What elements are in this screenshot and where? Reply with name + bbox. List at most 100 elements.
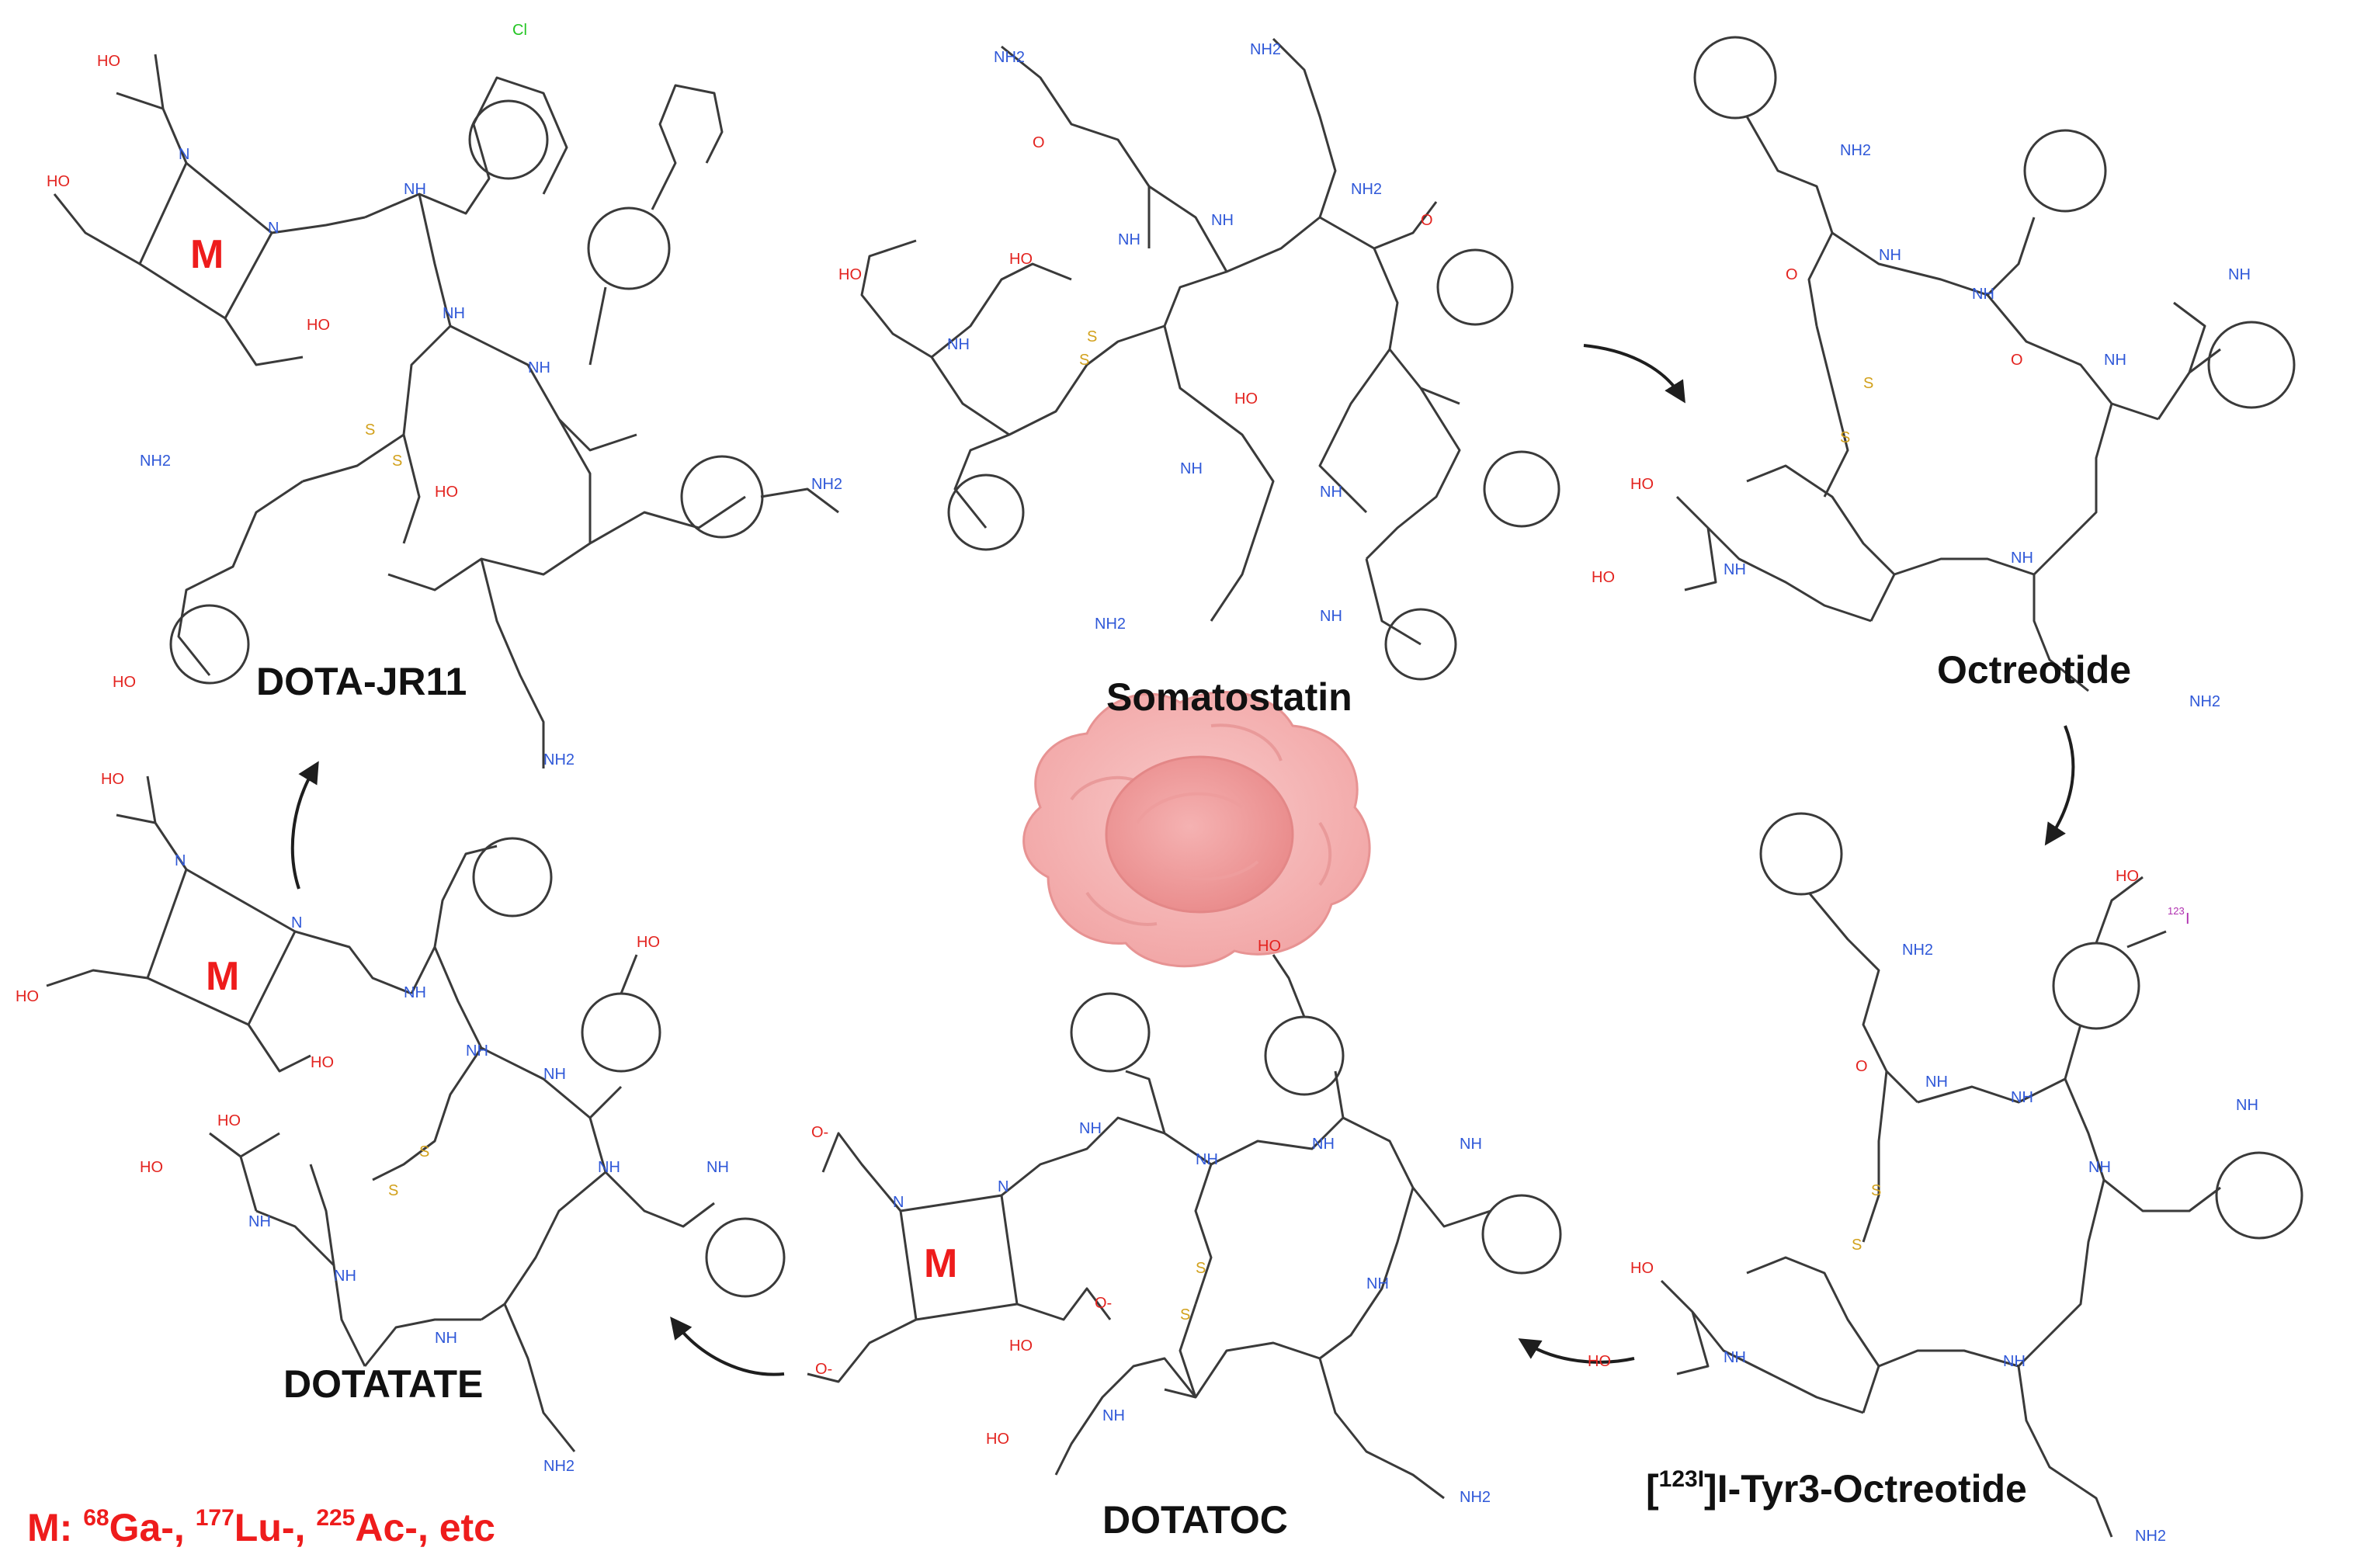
atom-oh: HO [1630,476,1654,493]
atom-s: S [1196,1260,1206,1277]
atom-n: N [291,914,302,931]
atom-o: O [1855,1058,1868,1075]
atom-s: S [1840,429,1850,446]
atom-nh: NH [528,359,550,376]
atom-oh: HO [217,1112,241,1129]
atom-nh2: NH2 [1460,1489,1491,1506]
reaction-arrows [290,344,2075,1376]
atom-nh: NH [2011,1089,2033,1106]
legend-mass-lu: 177 [196,1505,234,1531]
atom-nh: NH [1118,231,1140,248]
atom-nh: NH [334,1268,356,1285]
atom-nh2: NH2 [811,476,842,493]
atom-nh: NH [1366,1275,1389,1292]
atom-nh: NH [2104,352,2126,369]
atom-nh: NH [1460,1136,1482,1153]
atom-nh2: NH2 [1902,942,1933,959]
atom-nh: NH [2088,1159,2111,1176]
atom-oh: HO [140,1159,163,1176]
metal-label-dotatoc: M [924,1241,957,1286]
atom-nh: NH [706,1159,729,1176]
atom-nh2: NH2 [994,49,1025,66]
atom-nh: NH [947,336,970,353]
label-octreotide: Octreotide [1937,648,2131,692]
atom-s: S [1087,328,1097,345]
atom-n: N [175,852,186,869]
atom-nh: NH [1211,212,1234,229]
atom-nh2: NH2 [543,751,575,768]
atom-oh: HO [1009,1337,1033,1355]
atom-s: S [1852,1237,1862,1254]
atom-nh2: NH2 [1250,41,1281,58]
atom-iodine-123-sup: 123 [2168,905,2185,917]
atom-n: N [179,146,189,163]
atom-nh2: NH2 [2135,1528,2166,1545]
arrow-octreotide-to-tyr3 [2044,725,2075,846]
atom-oh: HO [16,988,39,1005]
metal-legend: M: 68Ga-, 177Lu-, 225Ac-, etc [27,1505,495,1549]
legend-element-ac: Ac-, etc [355,1506,495,1549]
label-dota-jr11: DOTA-JR11 [256,660,467,703]
legend-mass-ac: 225 [316,1505,355,1531]
atom-iodine-123: I [2185,911,2190,928]
atom-nh: NH [435,1330,457,1347]
tumor-cell-icon [1022,691,1371,968]
atom-oh: HO [1630,1260,1654,1277]
atom-nh: NH [1312,1136,1335,1153]
molecule-dotatoc: M O- O- O- N N NH NH HO NH NH NH S S HO … [807,938,1562,1542]
atom-s: S [1863,375,1873,392]
molecule-dota-jr11: M HO HO HO N N NH NH NH Cl S S HO NH2 HO… [47,22,842,768]
atom-oh: HO [2116,868,2139,885]
arrow-tyr3-to-dotatoc [1518,1338,1635,1364]
atom-nh: NH [1320,484,1342,501]
atom-nh: NH [1879,247,1901,264]
atom-nh: NH [1724,1349,1746,1366]
atom-nh2: NH2 [1095,616,1126,633]
atom-o-minus: O- [1095,1295,1112,1312]
atom-s: S [419,1143,429,1160]
metal-label-dotatate: M [206,954,239,999]
atom-nh: NH [2228,266,2251,283]
atom-oh: HO [97,53,120,70]
atom-oh: HO [1588,1353,1611,1370]
atom-o: O [1786,266,1798,283]
label-tyr3-octreotide: [123I]I-Tyr3-Octreotide [1646,1466,2027,1511]
atom-nh: NH [1079,1120,1102,1137]
atom-oh: HO [1234,390,1258,408]
atom-nh: NH [1180,460,1203,477]
atom-oh: HO [1009,251,1033,268]
atom-nh: NH [1196,1151,1218,1168]
atom-nh: NH [2003,1353,2026,1370]
atom-nh: NH [2011,550,2033,567]
atom-nh: NH [443,305,465,322]
atom-oh: HO [838,266,862,283]
atom-nh2: NH2 [543,1458,575,1475]
atom-oh: HO [1592,569,1615,586]
atom-n: N [998,1178,1008,1195]
atom-o-minus: O- [815,1361,832,1378]
molecule-somatostatin: NH2 O NH NH NH2 NH2 O S S HO HO NH HO NH… [838,37,1560,719]
arrow-dotatate-to-jr11 [290,761,319,890]
metal-label-jr11: M [190,232,224,277]
atom-nh: NH [1925,1074,1948,1091]
atom-nh: NH [543,1066,566,1083]
atom-nh: NH [1972,286,1994,303]
label-dotatoc: DOTATOC [1102,1498,1288,1542]
atom-nh2: NH2 [140,453,171,470]
atom-n: N [268,220,279,237]
atom-nh: NH [1320,608,1342,625]
atom-s: S [392,453,402,470]
molecule-dotatate: M HO HO HO N N NH NH HO NH NH NH S S HO … [16,771,786,1475]
atom-oh: HO [435,484,458,501]
atom-s: S [1180,1306,1190,1323]
atom-oh: HO [101,771,124,788]
atom-oh: HO [47,173,70,190]
atom-o: O [2011,352,2023,369]
atom-nh2: NH2 [1840,142,1871,159]
atom-oh: HO [1258,938,1281,955]
legend-element-ga: Ga-, [109,1506,196,1549]
atom-nh: NH [404,181,426,198]
label-somatostatin: Somatostatin [1106,675,1352,719]
atom-o: O [1033,134,1045,151]
atom-oh: HO [986,1431,1009,1448]
